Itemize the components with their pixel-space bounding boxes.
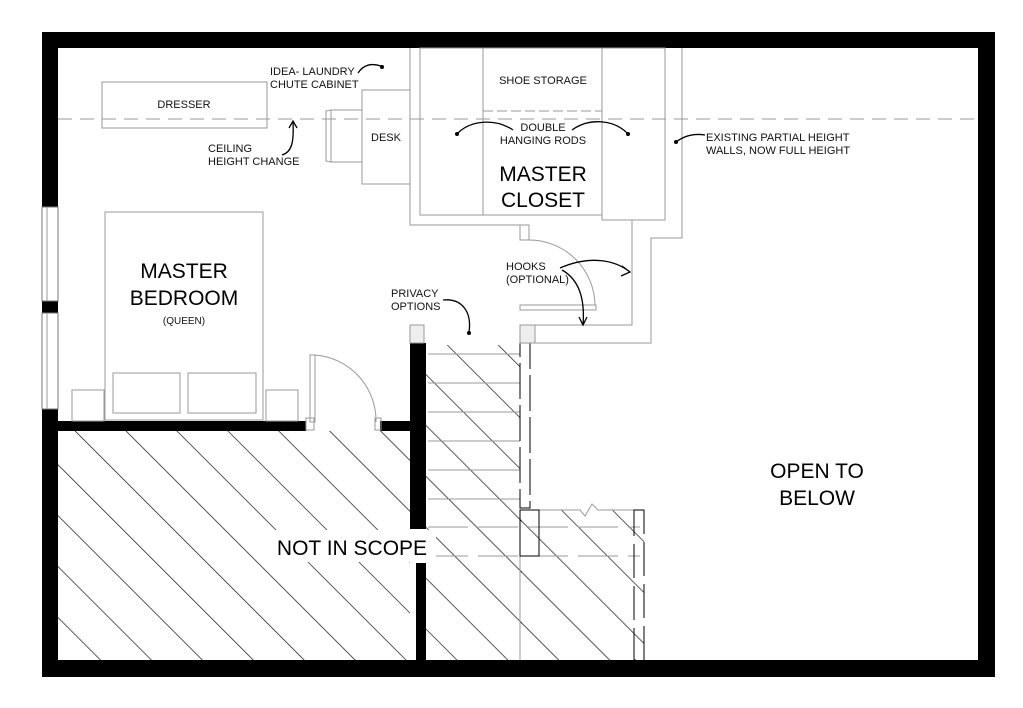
dresser-label: DRESSER [157,99,210,111]
hooks-note-1: HOOKS [506,261,546,273]
ceiling-height-note-1: CEILING [208,143,252,155]
nightstand-right [265,389,299,422]
not-in-scope-label: NOT IN SCOPE [277,537,427,560]
dresser: DRESSER [101,81,268,129]
nightstand-left [71,389,105,422]
partial-walls-note-1: EXISTING PARTIAL HEIGHT [706,132,850,144]
laundry-chute-note-2: CHUTE CABINET [270,79,359,91]
laundry-chute-leader [357,63,382,74]
shoe-storage-label: SHOE STORAGE [499,75,587,87]
hanging-rods-note-1: DOUBLE [520,122,565,134]
hooks-arrow-down [561,269,588,327]
bedroom-door[interactable] [305,354,382,431]
interior-walls [58,324,536,660]
privacy-note-1: PRIVACY [391,288,439,300]
partial-walls-leader [675,133,706,143]
master-closet-label-1: MASTER [499,163,587,186]
window-left [41,206,59,410]
privacy-leader [442,299,471,333]
hanging-rods-leader-left [456,121,514,135]
ceiling-height-arrow [281,119,298,156]
master-bedroom-label-2: BEDROOM [130,287,239,310]
open-to-below-label-2: BELOW [779,487,855,510]
master-closet-label-2: CLOSET [501,189,585,212]
laundry-chute-note-1: IDEA- LAUNDRY [270,66,355,78]
privacy-note-2: OPTIONS [391,301,441,313]
closet-door[interactable] [519,239,597,311]
hooks-note-2: (OPTIONAL) [506,274,569,286]
ceiling-height-note-2: HEIGHT CHANGE [208,156,299,168]
master-bedroom-note: (QUEEN) [163,316,205,327]
stair-stringer [519,342,645,661]
hanging-rods-note-2: HANGING RODS [500,135,586,147]
partial-walls-note-2: WALLS, NOW FULL HEIGHT [706,145,850,157]
desk-label: DESK [371,132,402,144]
bed [104,211,264,421]
master-bedroom-label-1: MASTER [140,260,228,283]
hatched-area-not-in-scope [58,345,644,660]
open-to-below-label-1: OPEN TO [770,460,864,483]
hooks-arrow-right [559,259,632,277]
hanging-rods-leader-right [571,121,629,135]
desk: DESK [325,89,411,185]
